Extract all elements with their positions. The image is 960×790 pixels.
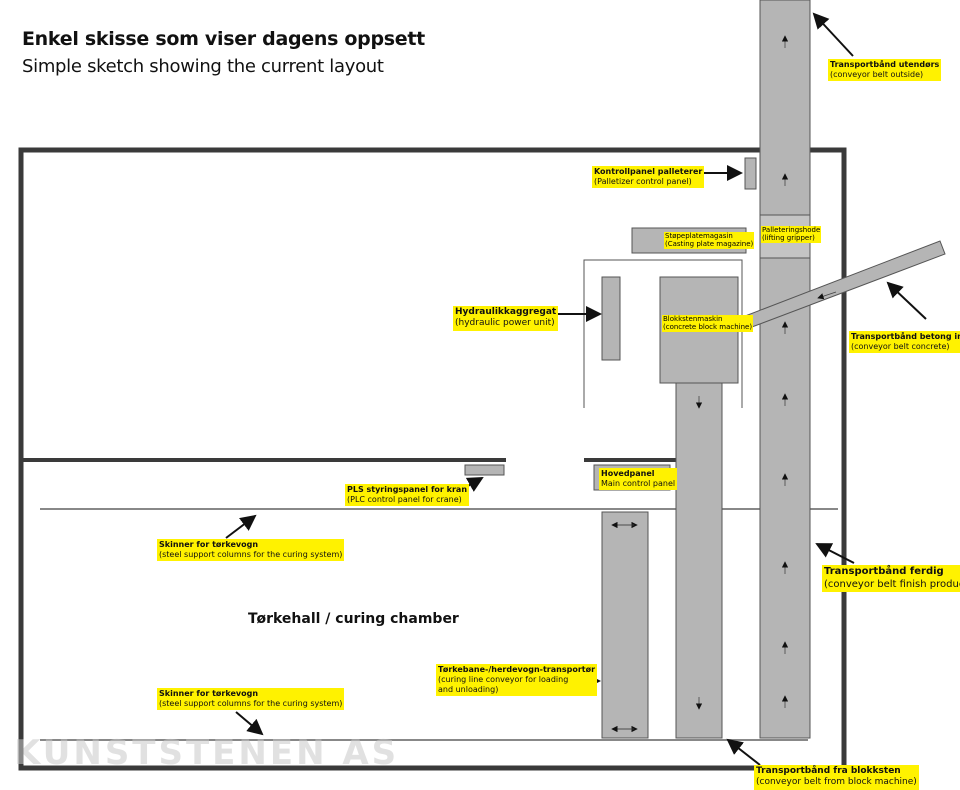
label-main: PLS styringspanel for kran xyxy=(347,485,468,494)
page-title: Enkel skisse som viser dagens oppsett xyxy=(22,28,425,50)
label-conveyor-block: Transportbånd fra blokksten (conveyor be… xyxy=(754,765,919,790)
label-sub: (lifting gripper) xyxy=(761,234,822,243)
label-conveyor-outside: Transportbånd utendørs (conveyor belt ou… xyxy=(828,59,942,81)
label-main: Tørkebane-/herdevogn-transportør xyxy=(438,665,596,674)
label-sub: and unloading) xyxy=(438,685,499,694)
label-sub: (conveyor belt concrete) xyxy=(851,342,950,351)
label-main: Transportbånd utendørs xyxy=(830,60,940,69)
machine-area-outline xyxy=(583,259,743,408)
label-main: Kontrollpanel palleterer xyxy=(594,167,703,176)
label-palletizer-panel: Kontrollpanel palleterer (Palletizer con… xyxy=(592,166,705,188)
label-sub: (Casting plate magazine) xyxy=(664,240,755,249)
label-main: Transportbånd ferdig xyxy=(824,566,944,577)
label-main: Hydraulikkaggregat xyxy=(455,307,557,317)
label-sub: (Palletizer control panel) xyxy=(594,177,692,186)
label-sub: (concrete block machine) xyxy=(662,323,754,332)
label-main: Blokkstenmaskin xyxy=(662,315,754,324)
label-main: Transportbånd betong inn xyxy=(851,332,960,341)
label-curing-line: Tørkebane-/herdevogn-transportør (curing… xyxy=(436,664,598,696)
label-main-panel: Hovedpanel Main control panel xyxy=(599,468,678,490)
label-conveyor-concrete: Transportbånd betong inn (conveyor belt … xyxy=(849,331,960,353)
label-sub: (PLC control panel for crane) xyxy=(347,495,462,504)
label-block-machine: Blokkstenmaskin (concrete block machine) xyxy=(662,315,754,332)
label-main: Støpeplatemagasin xyxy=(664,232,755,241)
label-sub: (steel support columns for the curing sy… xyxy=(159,699,343,708)
curing-line-conveyor xyxy=(601,511,649,739)
conveyor-concrete-arrow xyxy=(817,291,837,300)
label-main: Skinner for tørkevogn xyxy=(159,689,259,698)
label-rails-upper: Skinner for tørkevogn (steel support col… xyxy=(157,539,345,561)
label-main: Hovedpanel xyxy=(601,469,655,478)
page-subtitle: Simple sketch showing the current layout xyxy=(22,56,384,77)
label-sub: (conveyor belt outside) xyxy=(830,70,924,79)
label-sub: (conveyor belt from block machine) xyxy=(756,777,917,788)
label-conveyor-finish: Transportbånd ferdig (conveyor belt fini… xyxy=(822,565,960,592)
label-sub: (conveyor belt finish products) xyxy=(824,578,960,590)
label-rails-lower: Skinner for tørkevogn (steel support col… xyxy=(157,688,345,710)
label-main: Palleteringshode xyxy=(761,226,822,235)
curing-line-arrows xyxy=(611,521,638,733)
label-hydraulic-unit: Hydraulikkaggregat (hydraulic power unit… xyxy=(453,306,559,331)
hydraulic-unit xyxy=(601,276,621,361)
label-sub: Main control panel xyxy=(601,479,676,488)
label-sub: (curing line conveyor for loading xyxy=(438,675,569,684)
label-main: Transportbånd fra blokksten xyxy=(756,766,901,776)
label-lifting-gripper: Palleteringshode (lifting gripper) xyxy=(761,226,822,243)
conveyor-outside xyxy=(759,0,811,739)
watermark: KUNSTSTENEN AS xyxy=(14,733,400,773)
hall-label: Tørkehall / curing chamber xyxy=(248,611,459,627)
label-sub: (steel support columns for the curing sy… xyxy=(159,550,343,559)
conveyor-from-block xyxy=(675,381,723,739)
label-main: Skinner for tørkevogn xyxy=(159,540,259,549)
label-plc-panel: PLS styringspanel for kran (PLC control … xyxy=(345,484,470,506)
callout-arrows xyxy=(225,12,927,766)
plc-control-panel xyxy=(464,464,505,476)
palletizer-control-panel xyxy=(744,157,757,190)
label-sub: (hydraulic power unit) xyxy=(455,318,555,329)
label-casting-magazine: Støpeplatemagasin (Casting plate magazin… xyxy=(664,232,755,249)
